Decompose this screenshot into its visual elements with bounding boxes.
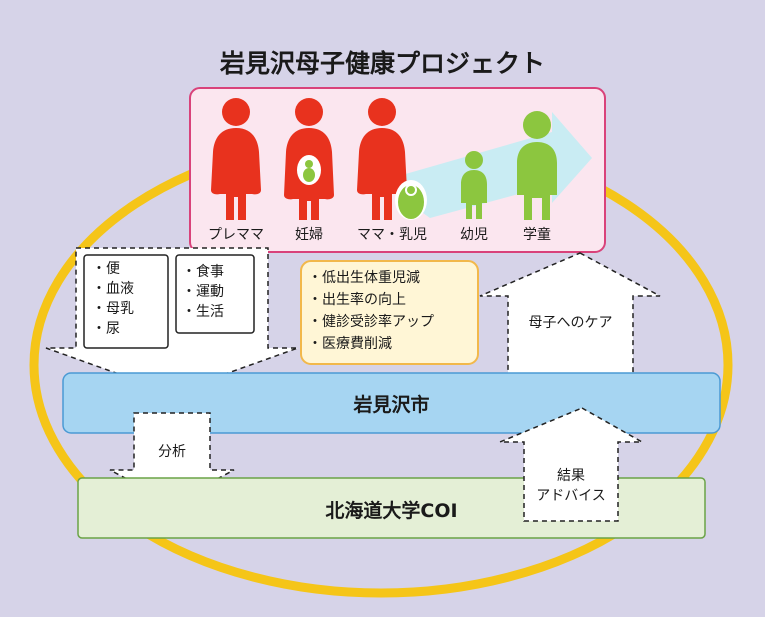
advice-label: アドバイス — [536, 488, 606, 504]
results-arrow — [499, 407, 645, 522]
city-band — [62, 372, 721, 434]
sample-item: 尿 — [92, 319, 134, 339]
stage-label-school-child: 学童 — [523, 227, 551, 243]
stage-label-premama: プレママ — [208, 227, 264, 243]
city-label: 岩見沢市 — [353, 394, 430, 416]
university-label: 北海道大学COI — [325, 500, 458, 522]
adult-woman-icon — [211, 98, 261, 220]
goal-item: 医療費削減 — [308, 333, 434, 355]
sample-item: 母乳 — [92, 299, 134, 319]
goal-item: 健診受診率アップ — [308, 311, 434, 333]
analysis-label: 分析 — [158, 444, 186, 460]
samples-list: 便 血液 母乳 尿 — [92, 259, 134, 339]
lifestyle-item: 運動 — [182, 282, 224, 302]
care-label: 母子へのケア — [528, 315, 613, 331]
toddler-icon — [461, 151, 487, 219]
goal-item: 出生率の向上 — [308, 289, 434, 311]
sample-item: 血液 — [92, 279, 134, 299]
goals-list: 低出生体重児減 出生率の向上 健診受診率アップ 医療費削減 — [308, 267, 434, 355]
growth-arrow — [402, 112, 592, 218]
lifestyle-item: 食事 — [182, 262, 224, 282]
stage-label-toddler: 幼児 — [460, 227, 488, 243]
lifestyle-item: 生活 — [182, 302, 224, 322]
stage-label-mama-infant: ママ・乳児 — [357, 227, 427, 243]
lifestyle-list: 食事 運動 生活 — [182, 262, 224, 322]
school-child-icon — [517, 111, 557, 220]
sample-item: 便 — [92, 259, 134, 279]
diagram-title: 岩見沢母子健康プロジェクト — [219, 49, 545, 78]
goal-item: 低出生体重児減 — [308, 267, 434, 289]
stage-label-pregnant: 妊婦 — [295, 227, 323, 243]
results-label: 結果 — [557, 468, 585, 484]
mother-with-infant-icon — [357, 98, 427, 220]
pregnant-woman-icon — [284, 98, 334, 220]
